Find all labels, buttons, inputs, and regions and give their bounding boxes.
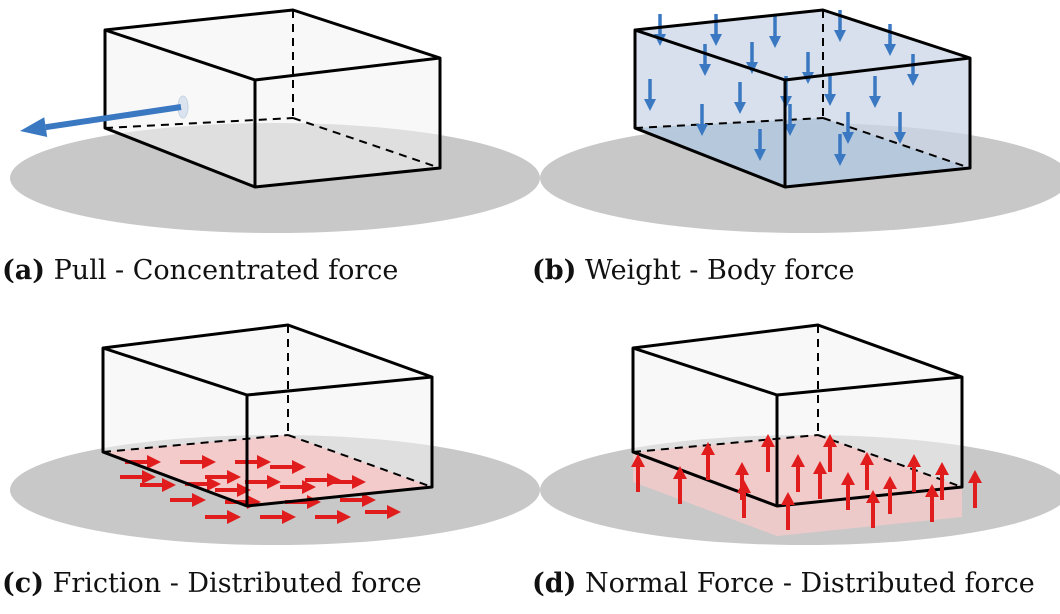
panel-d: [540, 323, 1060, 545]
friction-arrow: [205, 510, 241, 524]
normal-arrow: [883, 476, 897, 514]
weight-arrow: [734, 82, 746, 114]
normal-arrow: [935, 462, 949, 500]
friction-arrow: [180, 455, 216, 469]
panel-a: [10, 8, 540, 233]
caption-d-label: Normal Force - Distributed force: [585, 568, 1035, 599]
normal-arrow: [823, 434, 837, 472]
hidden-edge-a: [104, 117, 294, 129]
box-fill-a: [105, 10, 440, 187]
caption-b-label: Weight - Body force: [585, 255, 855, 286]
weight-arrow: [754, 129, 766, 161]
normal-arrow: [761, 434, 775, 472]
friction-arrow: [315, 510, 351, 524]
normal-arrow: [781, 492, 795, 530]
normal-arrow: [925, 484, 939, 522]
weight-arrow: [696, 104, 708, 136]
caption-c-tag: (c): [2, 568, 44, 599]
weight-arrow: [834, 10, 846, 42]
friction-arrow: [330, 475, 366, 489]
caption-d-tag: (d): [532, 568, 577, 599]
friction-arrow: [140, 478, 176, 492]
friction-arrow: [205, 470, 241, 484]
weight-arrow: [784, 104, 796, 136]
normal-arrow: [813, 461, 827, 499]
panel-b: [540, 8, 1060, 233]
normal-arrow: [968, 470, 982, 508]
friction-arrow: [270, 460, 306, 474]
pull-arrow: [20, 104, 182, 138]
caption-a-tag: (a): [2, 255, 46, 286]
weight-arrow: [710, 14, 722, 46]
floor-tint-b: [635, 118, 970, 187]
friction-arrow: [245, 475, 281, 489]
normal-arrow: [841, 472, 855, 510]
weight-arrow: [644, 79, 656, 111]
hidden-edge-b: [822, 117, 971, 169]
normal-arrow: [631, 454, 645, 492]
weight-arrow: [824, 74, 836, 106]
caption-c: (c) Friction - Distributed force: [2, 568, 422, 599]
normal-arrow: [737, 480, 751, 518]
normal-arrow: [673, 466, 687, 504]
normal-arrow: [907, 454, 921, 492]
weight-arrow: [869, 76, 881, 108]
caption-d: (d) Normal Force - Distributed force: [532, 568, 1035, 599]
weight-arrow: [884, 24, 896, 56]
friction-arrow: [340, 493, 376, 507]
weight-arrow: [842, 112, 854, 144]
friction-arrow: [365, 505, 401, 519]
hidden-edge-c: [102, 434, 289, 453]
friction-arrow: [170, 493, 206, 507]
normal-arrow: [866, 490, 880, 528]
panel-c: [10, 323, 540, 545]
normal-arrow: [701, 442, 715, 480]
weight-arrow: [894, 112, 906, 144]
friction-arrow: [215, 483, 251, 497]
caption-c-label: Friction - Distributed force: [52, 568, 422, 599]
hidden-edge-c: [287, 434, 433, 488]
normal-arrow: [860, 452, 874, 490]
caption-b: (b) Weight - Body force: [532, 255, 854, 286]
caption-a-label: Pull - Concentrated force: [53, 255, 399, 286]
caption-b-tag: (b): [532, 255, 577, 286]
weight-arrow: [834, 134, 846, 166]
friction-arrow: [120, 470, 156, 484]
hidden-edge-d: [632, 434, 819, 453]
normal-arrow: [791, 454, 805, 492]
friction-arrow: [280, 480, 316, 494]
weight-arrow: [769, 16, 781, 48]
caption-a: (a) Pull - Concentrated force: [2, 255, 398, 286]
hidden-edge-d: [817, 434, 963, 488]
floor-tint-c: [103, 435, 432, 506]
hidden-edge-a: [292, 117, 441, 169]
friction-arrow: [260, 510, 296, 524]
